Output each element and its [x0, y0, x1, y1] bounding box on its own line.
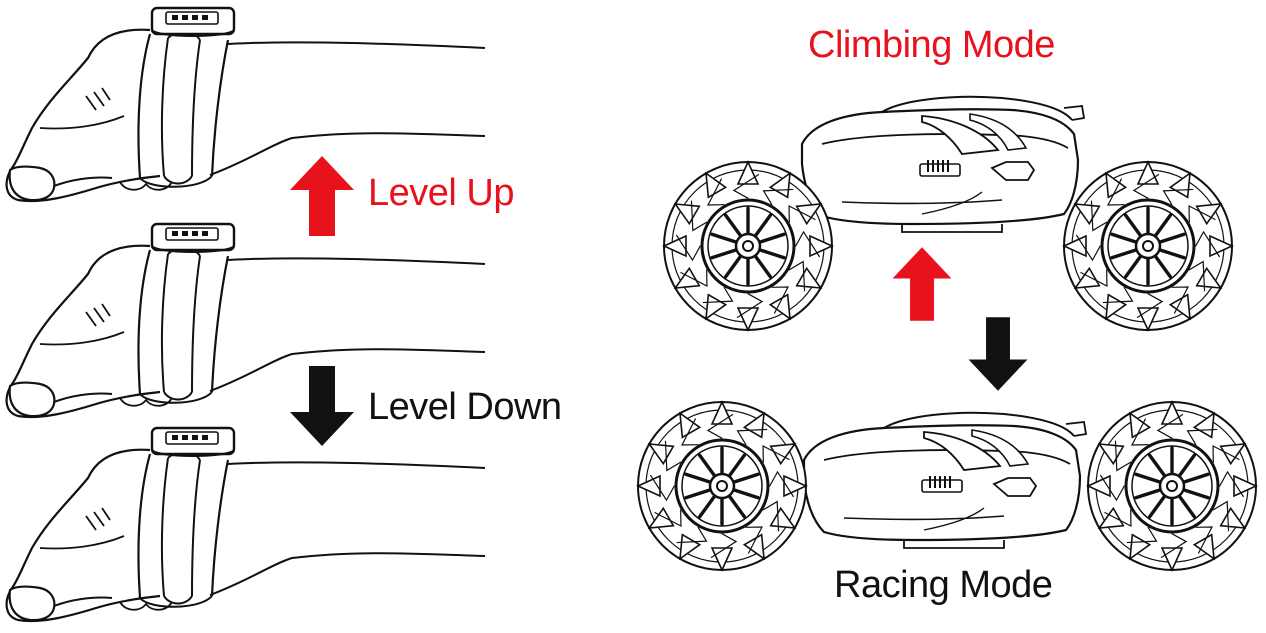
level-up-arrow-icon — [290, 156, 354, 236]
level-down-arrow-icon — [290, 366, 354, 446]
climbing-mode-label: Climbing Mode — [808, 24, 1055, 66]
racing-mode-label: Racing Mode — [834, 564, 1053, 606]
level-up-label: Level Up — [368, 172, 514, 214]
car-climbing-mode — [662, 95, 1234, 332]
climb-up-arrow-icon — [892, 247, 952, 321]
car-racing-mode — [636, 400, 1258, 572]
level-down-label: Level Down — [368, 386, 562, 428]
hand-gesture-bottom — [5, 426, 487, 623]
race-down-arrow-icon — [968, 317, 1028, 391]
